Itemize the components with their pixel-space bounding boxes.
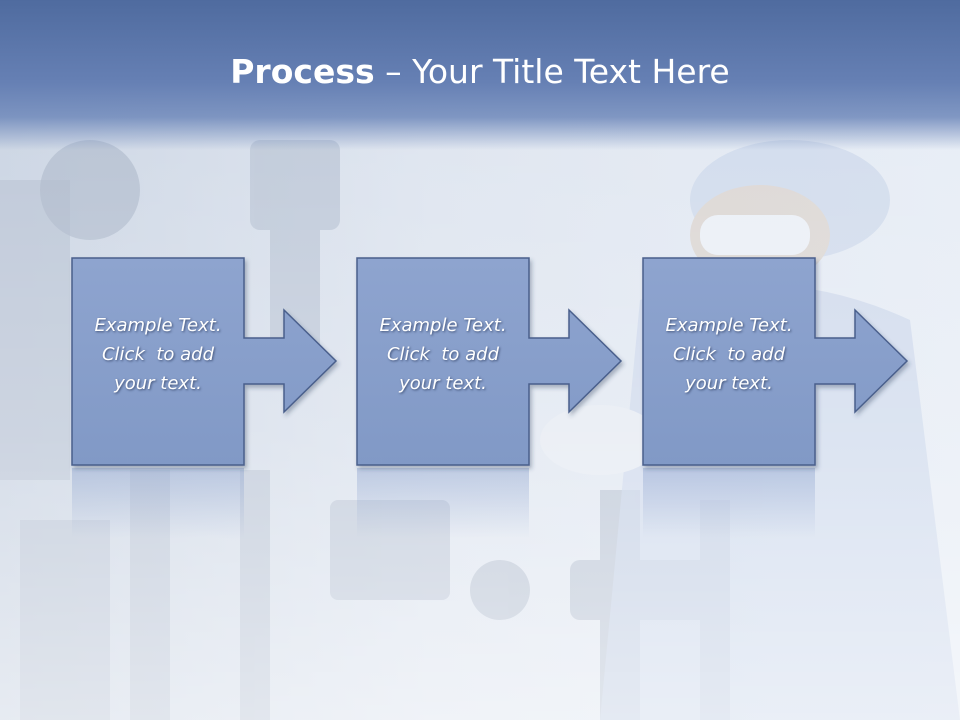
step-2-line-2: Click to add [386, 344, 499, 365]
step-1-reflection [72, 468, 244, 538]
step-2-reflection [357, 468, 529, 538]
title-bold: Process [230, 52, 375, 91]
title-banner [0, 0, 960, 150]
step-2-line-1: Example Text. [379, 315, 507, 336]
step-2-line-3: your text. [399, 373, 487, 394]
step-3-text[interactable]: Example Text. Click to add your text. [643, 311, 815, 398]
step-2-shape [356, 257, 623, 466]
step-1-line-3: your text. [114, 373, 202, 394]
step-3-line-3: your text. [685, 373, 773, 394]
step-3-reflection [643, 468, 815, 538]
step-3-line-2: Click to add [672, 344, 785, 365]
step-1-line-1: Example Text. [94, 315, 222, 336]
slide-title[interactable]: Process – Your Title Text Here [0, 52, 960, 91]
title-rest: – Your Title Text Here [374, 52, 730, 91]
process-step-3[interactable] [642, 257, 909, 538]
step-2-text[interactable]: Example Text. Click to add your text. [357, 311, 529, 398]
process-step-1[interactable] [71, 257, 338, 538]
step-1-line-2: Click to add [101, 344, 214, 365]
step-1-text[interactable]: Example Text. Click to add your text. [72, 311, 244, 398]
step-1-shape [71, 257, 338, 466]
process-step-2[interactable] [356, 257, 623, 538]
step-3-shape [642, 257, 909, 466]
step-3-line-1: Example Text. [665, 315, 793, 336]
